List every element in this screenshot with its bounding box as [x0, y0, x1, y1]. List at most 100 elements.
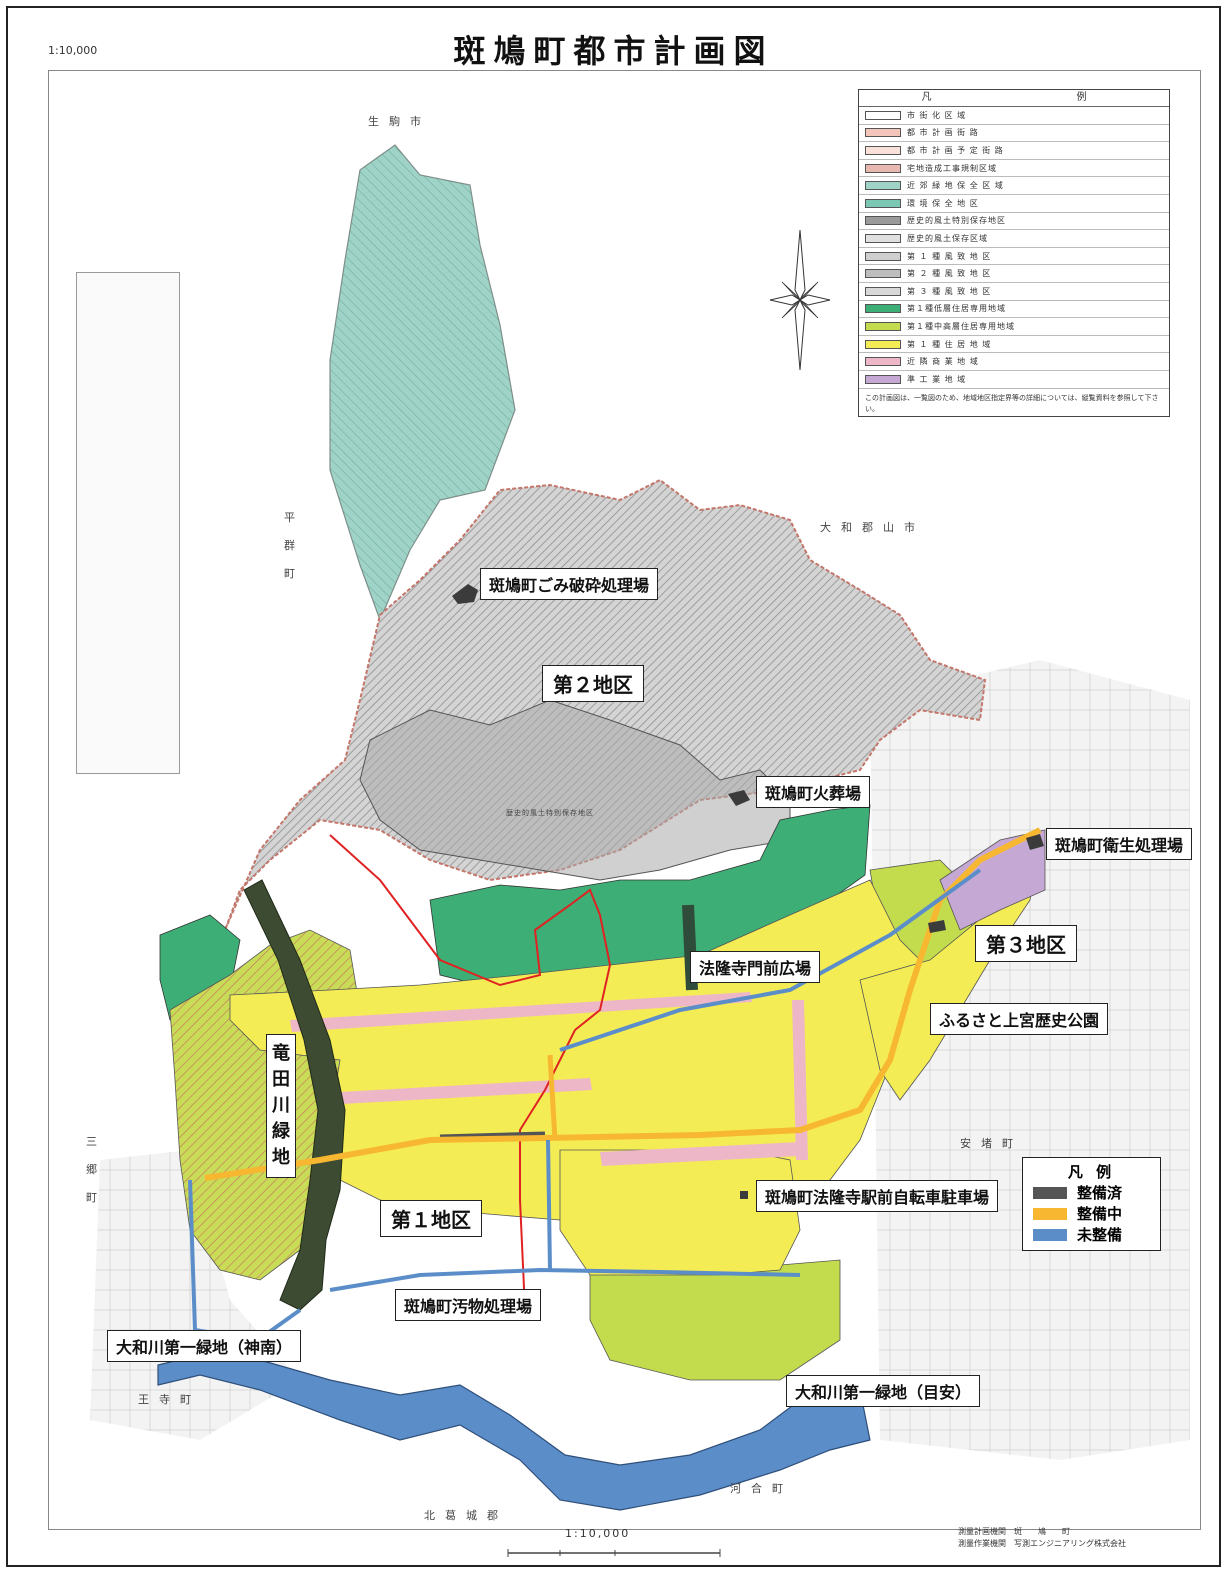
zoning-legend-row: 第１種中高層住居専用地域 — [859, 318, 1169, 336]
zoning-legend-label: 第１種低層住居専用地域 — [907, 304, 1006, 314]
zone-residential-south-central — [559, 1149, 801, 1276]
zoning-legend-row: 第 ２ 種 風 致 地 区 — [859, 265, 1169, 283]
district-2: 第２地区 — [542, 665, 644, 702]
zoning-legend-swatch — [865, 339, 901, 349]
label-oshi: 斑鳩町汚物処理場 — [395, 1289, 542, 1321]
urban-zone-boundary — [329, 834, 612, 1311]
district-3: 第３地区 — [975, 925, 1077, 962]
zoning-legend-head-right: 例 — [1076, 92, 1107, 103]
zoning-legend-label: 第 １ 種 風 致 地 区 — [907, 251, 992, 261]
zoning-legend-swatch — [865, 181, 901, 191]
zone-neighborhood-commercial-vertical — [792, 1000, 808, 1160]
place-ando: 安堵町 — [960, 1137, 1023, 1150]
label-kaso: 斑鳩町火葬場 — [756, 776, 871, 808]
zoning-legend-label: 都 市 計 画 街 路 — [907, 128, 979, 138]
zone-neighborhood-commercial-south — [600, 1142, 800, 1166]
road-in-progress-north — [547, 1054, 558, 1141]
place-yamato-koriyama: 大和郡山市 — [820, 521, 925, 534]
zoning-legend-row: 歴史的風土保存区域 — [859, 230, 1169, 248]
suburban-green-conservation-zone — [329, 144, 516, 622]
status-legend-swatch — [1033, 1186, 1067, 1199]
zoning-legend-label: 第１種中高層住居専用地域 — [907, 321, 1015, 331]
zoning-legend-row: 都 市 計 画 予 定 街 路 — [859, 142, 1169, 160]
road-unbuilt-south — [329, 1267, 801, 1292]
zoning-legend-swatch — [865, 374, 901, 384]
place-kawai: 河合町 — [730, 1482, 793, 1495]
facility-marker-churin — [740, 1191, 748, 1199]
zoning-legend-swatch — [865, 216, 901, 226]
north-arrow — [769, 229, 831, 371]
zoning-legend-label: 都 市 計 画 予 定 街 路 — [907, 145, 1004, 155]
zoning-legend-head-left: 凡 — [921, 92, 952, 103]
zoning-legend-label: 近 隣 商 業 地 域 — [907, 357, 979, 367]
zoning-legend-row: 市 街 化 区 域 — [859, 107, 1169, 125]
zoning-legend-label: 準 工 業 地 域 — [907, 374, 967, 384]
status-legend-row: 整備済 — [1023, 1182, 1160, 1203]
zone-neighborhood-commercial-central — [340, 1078, 592, 1104]
zoning-legend-row: 近 郊 緑 地 保 全 区 域 — [859, 177, 1169, 195]
facility-marker-gomi — [452, 584, 478, 604]
place-heguri: 平群町 — [284, 511, 295, 580]
status-legend-rows: 整備済整備中未整備 — [1023, 1182, 1160, 1245]
zoning-legend-row: 第１種低層住居専用地域 — [859, 301, 1169, 319]
zoning-legend-header: 凡 例 — [859, 90, 1169, 107]
status-legend-row: 未整備 — [1023, 1224, 1160, 1245]
label-gomi: 斑鳩町ごみ破砕処理場 — [480, 568, 659, 600]
label-tatsuta: 竜田川緑地 — [266, 1034, 296, 1178]
place-sango: 三郷町 — [86, 1135, 97, 1204]
map-text-historic: 歴史的風土特別保存地区 — [506, 809, 594, 817]
status-legend: 凡 例 整備済整備中未整備 — [1022, 1157, 1161, 1251]
status-legend-swatch — [1033, 1207, 1067, 1220]
label-monzen: 法隆寺門前広場 — [690, 951, 821, 983]
zoning-legend-swatch — [865, 269, 901, 279]
footer-credit: 測量計画機関 斑 鳩 町 測量作業機関 写測エンジニアリング株式会社 — [958, 1526, 1126, 1550]
zoning-legend: 凡 例 市 街 化 区 域都 市 計 画 街 路都 市 計 画 予 定 街 路宅… — [858, 89, 1170, 417]
status-legend-label: 整備済 — [1077, 1184, 1123, 1202]
zoning-legend-swatch — [865, 198, 901, 208]
road-unbuilt-vertical — [546, 1139, 552, 1271]
facility-marker-eisei — [1026, 834, 1044, 850]
zoning-legend-swatch — [865, 110, 901, 120]
zoning-legend-row: 第 １ 種 風 致 地 区 — [859, 248, 1169, 266]
zoning-legend-swatch — [865, 304, 901, 314]
zone-quasi-industrial — [939, 829, 1046, 931]
zoning-legend-swatch — [865, 233, 901, 243]
zoning-legend-row: 第 ３ 種 風 致 地 区 — [859, 283, 1169, 301]
map-title: 斑鳩町都市計画図 — [453, 32, 774, 70]
footer-note — [54, 1527, 61, 1537]
zoning-legend-row: 準 工 業 地 域 — [859, 371, 1169, 389]
status-legend-label: 未整備 — [1077, 1226, 1123, 1244]
credit-line-2: 測量作業機関 写測エンジニアリング株式会社 — [958, 1539, 1126, 1548]
zoning-legend-label: 歴史的風土保存区域 — [907, 233, 988, 243]
status-legend-swatch — [1033, 1228, 1067, 1241]
zoning-legend-swatch — [865, 163, 901, 173]
urban-area-east — [870, 660, 1190, 1460]
zoning-legend-row: 環 境 保 全 地 区 — [859, 195, 1169, 213]
zone-mid-high-rise-residential-south — [589, 1259, 841, 1381]
zoning-legend-swatch — [865, 251, 901, 261]
zoning-legend-label: 環 境 保 全 地 区 — [907, 198, 979, 208]
label-meyasu: 大和川第一緑地（目安） — [786, 1375, 981, 1407]
map-inner-border — [48, 70, 1201, 1530]
label-furusato: ふるさと上宮歴史公園 — [930, 1003, 1109, 1035]
map-index-panel — [76, 272, 180, 774]
zoning-legend-rows: 市 街 化 区 域都 市 計 画 街 路都 市 計 画 予 定 街 路宅地造成工… — [859, 107, 1169, 389]
zoning-legend-label: 近 郊 緑 地 保 全 区 域 — [907, 181, 1004, 191]
zoning-legend-row: 歴史的風土特別保存地区 — [859, 213, 1169, 231]
zoning-legend-label: 歴史的風土特別保存地区 — [907, 216, 1006, 226]
zoning-legend-label: 市 街 化 区 域 — [907, 110, 967, 120]
zoning-legend-label: 第 ３ 種 風 致 地 区 — [907, 286, 992, 296]
zoning-legend-row: 第 １ 種 住 居 地 域 — [859, 336, 1169, 354]
zoning-legend-label: 宅地造成工事規制区域 — [907, 163, 997, 173]
label-churin: 斑鳩町法隆寺駅前自転車駐車場 — [756, 1180, 999, 1212]
zoning-legend-swatch — [865, 145, 901, 155]
zoning-legend-row: 近 隣 商 業 地 域 — [859, 353, 1169, 371]
place-kitakatsuragi: 北葛城郡 — [424, 1509, 508, 1522]
scale-bar — [507, 1549, 721, 1557]
zoning-legend-swatch — [865, 286, 901, 296]
place-ikoma: 生駒市 — [368, 115, 431, 128]
label-eisei: 斑鳩町衛生処理場 — [1046, 828, 1193, 860]
footer-scale: 1:10,000 — [565, 1527, 631, 1540]
status-legend-row: 整備中 — [1023, 1203, 1160, 1224]
